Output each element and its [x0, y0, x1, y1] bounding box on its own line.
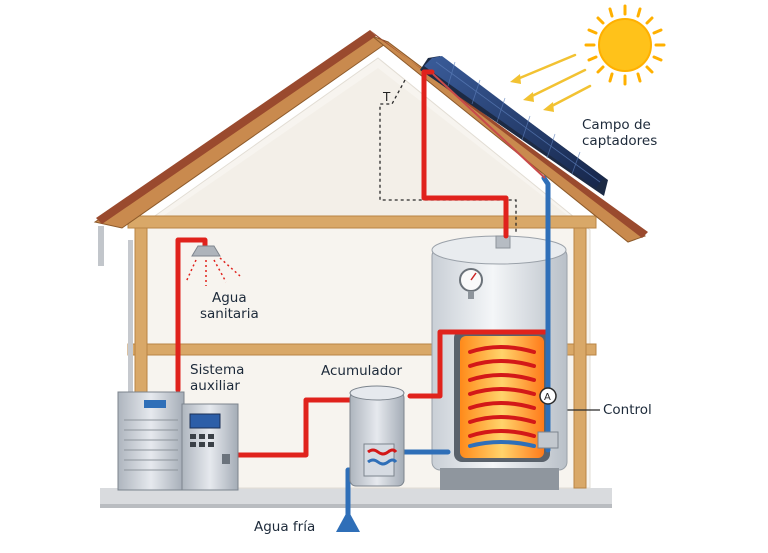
aux-system-label: Sistema auxiliar [190, 362, 244, 394]
cold-water-label: Agua fría [254, 519, 315, 535]
auxiliary-system [118, 392, 238, 490]
aux-system-label-line2: auxiliar [190, 378, 244, 394]
aux-system-label-line1: Sistema [190, 362, 244, 378]
hot-water-label-line1: Agua [200, 290, 259, 306]
sun-rays [510, 55, 590, 112]
solar-field-label-line2: captadores [582, 133, 657, 149]
sensor-a-label: A [544, 392, 551, 403]
solar-field-label: Campo de captadores [582, 117, 657, 149]
control-panel-display [190, 414, 220, 428]
hot-water-label-line2: sanitaria [200, 306, 259, 322]
heat-exchanger-unit [350, 386, 404, 486]
ground-slab [100, 488, 612, 508]
control-label: Control [603, 402, 652, 418]
sun-icon [586, 6, 664, 84]
sensor-t-label: T [382, 90, 391, 104]
storage-tank-label: Acumulador [321, 363, 402, 379]
solar-field-label-line1: Campo de [582, 117, 657, 133]
hot-water-label: Agua sanitaria [200, 290, 259, 322]
cold-water-inlet-arrow [336, 510, 360, 532]
